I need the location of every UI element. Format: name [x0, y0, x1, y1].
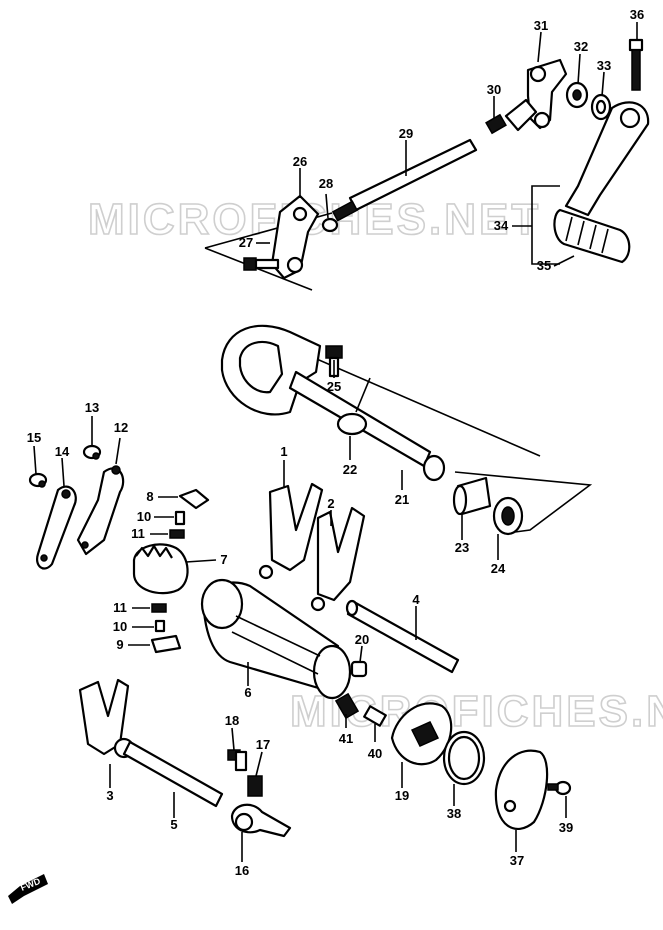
callout-40: 40 — [368, 746, 382, 761]
callout-7: 7 — [220, 552, 227, 567]
callout-29: 29 — [399, 126, 413, 141]
part-10-pin-lower — [154, 619, 166, 633]
callout-37: 37 — [510, 853, 524, 868]
part-10-pin-upper — [174, 510, 186, 526]
part-33-washer — [590, 93, 612, 121]
part-13-screw — [82, 444, 102, 460]
callout-39: 39 — [559, 820, 573, 835]
part-7-cam-drive — [132, 543, 189, 595]
callout-26: 26 — [293, 154, 307, 169]
part-21-gearshift-shaft — [220, 324, 446, 482]
part-2-shift-fork — [310, 506, 366, 612]
callout-30: 30 — [487, 82, 501, 97]
part-18-bolt — [227, 749, 248, 772]
part-11-spring-upper — [169, 529, 185, 539]
callout-24: 24 — [491, 561, 506, 576]
part-23-oil-seal — [452, 476, 492, 516]
callout-9: 9 — [116, 637, 123, 652]
callout-27: 27 — [239, 235, 253, 250]
part-8-pawl — [178, 488, 210, 510]
callout-4: 4 — [412, 592, 420, 607]
part-39-screw — [547, 780, 572, 796]
part-29-shift-rod — [331, 138, 478, 222]
callout-20: 20 — [355, 632, 369, 647]
callout-12: 12 — [114, 420, 128, 435]
callout-10-lower: 10 — [113, 619, 127, 634]
part-32-bush — [565, 81, 589, 109]
part-16-stopper-arm — [230, 803, 292, 838]
part-34-gearshift-lever — [564, 101, 650, 217]
callout-41: 41 — [339, 731, 353, 746]
part-37-cover — [494, 749, 549, 831]
part-6-gearshift-cam — [200, 578, 352, 700]
callout-14: 14 — [55, 444, 70, 459]
part-3-shift-fork — [78, 678, 135, 759]
callout-5: 5 — [170, 817, 177, 832]
callout-21: 21 — [395, 492, 409, 507]
part-31-lever-arm — [526, 58, 568, 130]
part-11-spring-lower — [151, 603, 167, 613]
callout-11-upper: 11 — [131, 526, 145, 541]
part-38-o-ring — [442, 730, 486, 786]
callout-34: 34 — [494, 218, 509, 233]
callout-33: 33 — [597, 58, 611, 73]
part-41-spring — [334, 692, 360, 720]
part-15-screw — [28, 472, 48, 488]
part-20-pin — [350, 660, 368, 678]
part-1-shift-fork — [258, 482, 324, 580]
part-28-nut — [321, 217, 339, 233]
callout-15: 15 — [27, 430, 41, 445]
callout-36: 36 — [630, 7, 644, 22]
part-9-pawl — [150, 634, 182, 654]
part-5-fork-shaft — [122, 740, 224, 808]
callout-13: 13 — [85, 400, 99, 415]
callout-31: 31 — [534, 18, 548, 33]
callout-11-lower: 11 — [113, 600, 127, 615]
part-27-bolt — [243, 257, 280, 271]
callout-3: 3 — [106, 788, 113, 803]
callout-16: 16 — [235, 863, 249, 878]
callout-2: 2 — [327, 496, 334, 511]
callout-32: 32 — [574, 39, 588, 54]
callout-38: 38 — [447, 806, 461, 821]
callout-1: 1 — [280, 444, 287, 459]
callout-8: 8 — [146, 489, 153, 504]
callout-18: 18 — [225, 713, 239, 728]
callout-28: 28 — [319, 176, 333, 191]
callout-6: 6 — [244, 685, 251, 700]
part-40-plunger — [363, 705, 387, 727]
fwd-direction-arrow: FWD — [8, 874, 48, 904]
part-4-fork-shaft — [345, 599, 460, 674]
part-22-return-spring — [336, 377, 371, 436]
part-35-footrest-rubber — [553, 208, 631, 264]
callout-22: 22 — [343, 462, 357, 477]
callout-23: 23 — [455, 540, 469, 555]
part-14-cam-stopper-plate — [36, 485, 77, 570]
callout-35: 35 — [537, 258, 551, 273]
part-19-cam-guide — [390, 702, 453, 766]
callout-17: 17 — [256, 737, 270, 752]
callout-10-upper: 10 — [137, 509, 151, 524]
callout-25: 25 — [327, 379, 341, 394]
part-30-joint — [485, 98, 538, 135]
part-17-spring — [247, 775, 263, 797]
part-36-bolt — [628, 38, 644, 91]
callouts: 1 2 3 4 5 6 7 8 9 10 10 11 11 12 13 14 1 — [27, 7, 644, 878]
part-12-stopper-plate — [76, 465, 125, 556]
callout-19: 19 — [395, 788, 409, 803]
part-24-bearing — [492, 496, 524, 536]
